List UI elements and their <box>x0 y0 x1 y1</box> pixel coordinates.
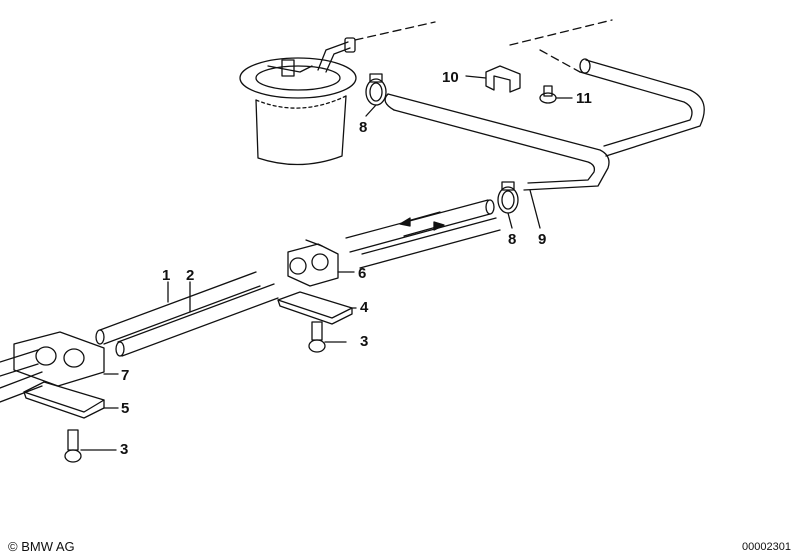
clip-7 <box>13 331 119 387</box>
bolt-3-lower <box>64 429 117 463</box>
bracket-10 <box>485 65 521 93</box>
pipe-1 <box>95 271 261 345</box>
part-label-4: 4 <box>360 299 369 316</box>
part-label-3-lower: 3 <box>120 441 129 458</box>
pipe-mid <box>345 199 501 269</box>
part-label-6: 6 <box>358 265 367 282</box>
fuel-canister <box>239 37 357 166</box>
holder-4 <box>277 291 353 325</box>
leader-lines <box>167 75 541 313</box>
part-label-2: 2 <box>186 267 195 284</box>
dashed-lines <box>354 19 613 73</box>
part-label-10: 10 <box>442 69 459 86</box>
clip-6 <box>287 239 339 287</box>
part-label-8-upper: 8 <box>359 119 368 136</box>
pipe-2 <box>115 283 279 357</box>
part-label-11: 11 <box>576 90 592 107</box>
part-label-1: 1 <box>162 267 171 284</box>
part-label-5: 5 <box>121 400 130 417</box>
holder-5 <box>23 381 119 419</box>
part-label-8-lower: 8 <box>508 231 517 248</box>
bolt-3-upper <box>308 321 347 353</box>
hose-clamp-lower <box>497 181 519 214</box>
copyright-text: © BMW AG <box>8 539 75 554</box>
part-label-3-upper: 3 <box>360 333 369 350</box>
pipe-left <box>0 349 43 403</box>
part-label-7: 7 <box>121 367 130 384</box>
document-number: 00002301 <box>742 541 791 553</box>
part-label-9: 9 <box>538 231 547 248</box>
hose-clamp-upper <box>365 73 387 106</box>
hose-upper <box>384 58 705 191</box>
nut-11 <box>539 85 573 104</box>
